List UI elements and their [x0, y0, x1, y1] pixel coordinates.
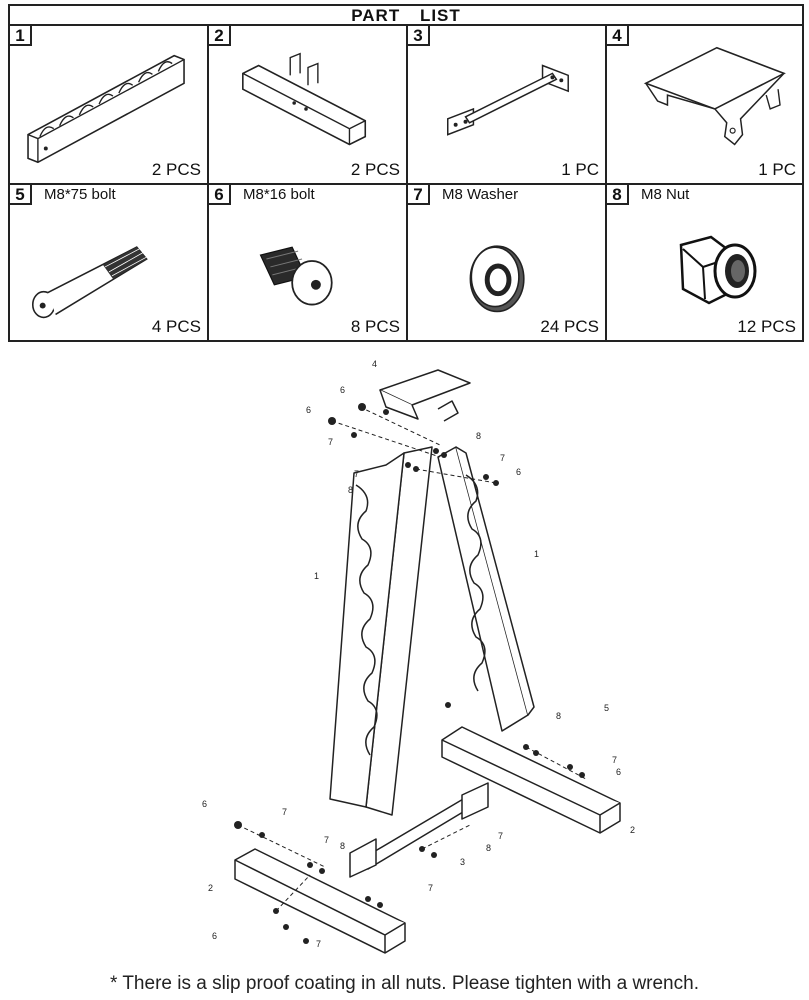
- callout-label: 7: [428, 883, 433, 893]
- part-name: M8*75 bolt: [44, 186, 116, 203]
- table-title: PART LIST: [10, 6, 802, 26]
- callout-label: 6: [340, 385, 345, 395]
- part-cell-6: 6 M8*16 bolt 8 PCS: [209, 185, 408, 340]
- callout-label: 6: [516, 467, 521, 477]
- callout-label: 7: [612, 755, 617, 765]
- wrench-note: * There is a slip proof coating in all n…: [110, 973, 699, 994]
- part-cell-5: 5 M8*75 bolt 4 PCS: [10, 185, 209, 340]
- part-name: M8 Washer: [442, 186, 519, 203]
- callout-label: 1: [314, 571, 319, 581]
- part-quantity: 1 PC: [561, 160, 599, 179]
- part-quantity: 2 PCS: [350, 160, 400, 179]
- rack-frame: [234, 369, 621, 954]
- part-number: 2: [209, 26, 231, 46]
- callout-label: 7: [282, 807, 287, 817]
- top-cap-icon: [643, 46, 786, 146]
- callout-label: 4: [372, 359, 377, 369]
- callout-label: 7: [354, 469, 359, 479]
- wave-rail-icon: [27, 54, 185, 164]
- callout-label: 7: [500, 453, 505, 463]
- washer-icon: [469, 245, 525, 313]
- callout-label: 7: [316, 939, 321, 949]
- assembly-diagram: 4 6 6 7 8 7 8 7 6 1 1 8 5 7 6 2 6 7 7 8 …: [202, 359, 635, 954]
- callout-label: 6: [202, 799, 207, 809]
- callout-label: 8: [486, 843, 491, 853]
- part-quantity: 2 PCS: [151, 160, 201, 179]
- parts-list-table: PART LIST 1 2 PCS 2 2 PCS 3: [8, 4, 804, 342]
- callout-label: 8: [340, 841, 345, 851]
- callout-label: 2: [208, 883, 213, 893]
- callout-labels: 4 6 6 7 8 7 8 7 6 1 1 8 5 7 6 2 6 7 7 8 …: [202, 359, 635, 949]
- part-number: 4: [607, 26, 629, 46]
- part-name: M8*16 bolt: [243, 186, 315, 203]
- part-number: 1: [10, 26, 32, 46]
- part-number: 7: [408, 185, 430, 205]
- callout-label: 6: [616, 767, 621, 777]
- cross-bar-icon: [447, 64, 569, 136]
- part-cell-1: 1 2 PCS: [10, 26, 209, 185]
- part-quantity: 8 PCS: [350, 317, 400, 336]
- part-name: M8 Nut: [641, 186, 690, 203]
- part-quantity: 1 PC: [758, 160, 796, 179]
- nut-icon: [679, 235, 757, 305]
- base-tube-icon: [242, 52, 367, 146]
- callout-label: 6: [212, 931, 217, 941]
- part-quantity: 12 PCS: [737, 317, 796, 336]
- callout-label: 5: [604, 703, 609, 713]
- part-number: 5: [10, 185, 32, 205]
- short-bolt-icon: [259, 246, 333, 306]
- callout-label: 8: [476, 431, 481, 441]
- part-number: 8: [607, 185, 629, 205]
- callout-label: 7: [498, 831, 503, 841]
- callout-label: 8: [556, 711, 561, 721]
- callout-label: 7: [324, 835, 329, 845]
- callout-label: 1: [534, 549, 539, 559]
- part-number: 3: [408, 26, 430, 46]
- alignment-lines: [237, 406, 587, 912]
- part-quantity: 4 PCS: [151, 317, 201, 336]
- callout-label: 6: [306, 405, 311, 415]
- callout-label: 8: [348, 485, 353, 495]
- part-cell-4: 4 1 PC: [607, 26, 802, 185]
- part-cell-2: 2 2 PCS: [209, 26, 408, 185]
- part-cell-3: 3 1 PC: [408, 26, 607, 185]
- part-number: 6: [209, 185, 231, 205]
- callout-label: 2: [630, 825, 635, 835]
- long-bolt-icon: [31, 246, 148, 319]
- callout-label: 7: [328, 437, 333, 447]
- callout-label: 3: [460, 857, 465, 867]
- part-cell-7: 7 M8 Washer 24 PCS: [408, 185, 607, 340]
- part-cell-8: 8 M8 Nut 12 PCS: [607, 185, 802, 340]
- part-quantity: 24 PCS: [540, 317, 599, 336]
